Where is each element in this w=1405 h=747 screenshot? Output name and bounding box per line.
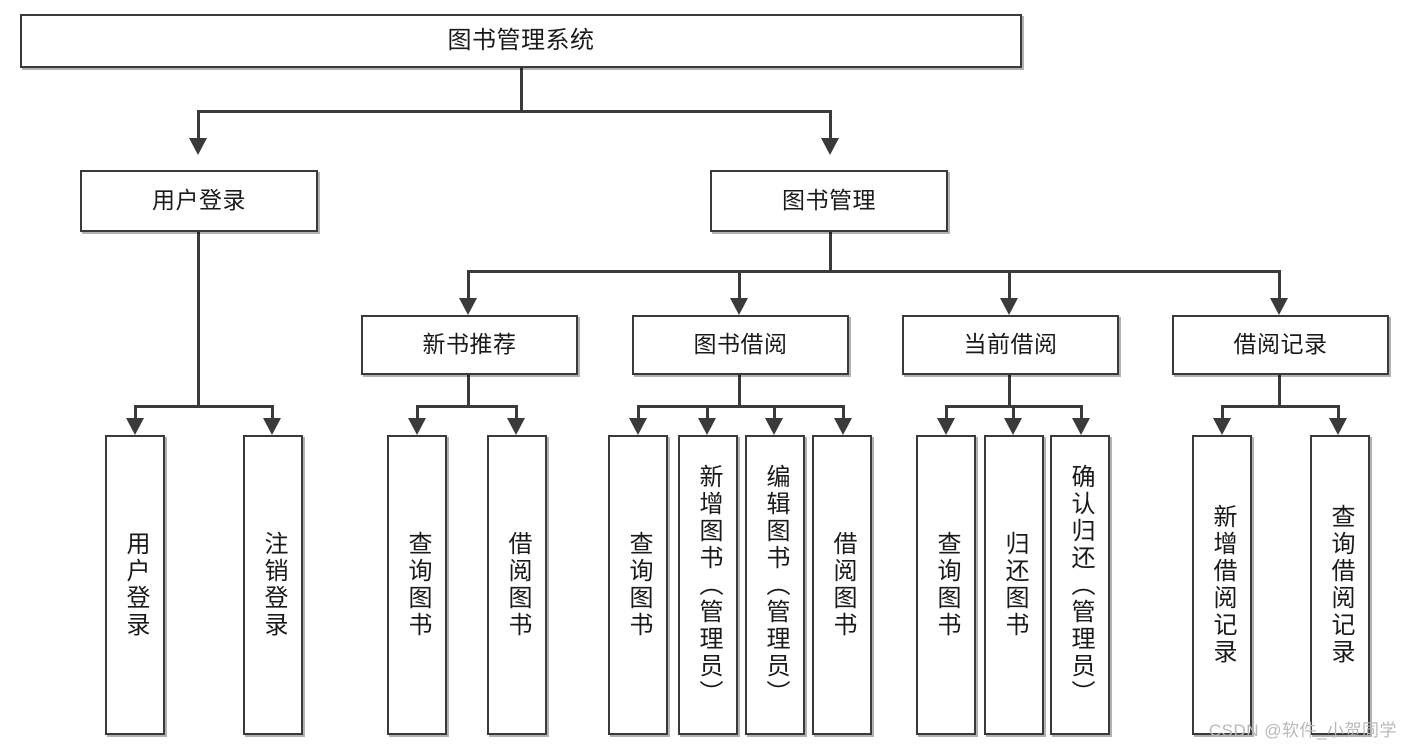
arrowhead-leaf-return-book [1004,418,1022,435]
node-leaf-query-book-1[interactable]: 查询图书 [387,435,447,735]
node-leaf-query-book-2[interactable]: 查询图书 [608,435,668,735]
connector-level1-drop-left [197,110,200,138]
connector-bb-d2 [706,405,709,418]
node-leaf-query-record-label: 查询借阅记录 [1327,504,1354,666]
node-leaf-add-record[interactable]: 新增借阅记录 [1192,435,1252,735]
node-current-borrow[interactable]: 当前借阅 [902,315,1119,375]
connector-bb-d3 [773,405,776,418]
node-leaf-query-book-2-label: 查询图书 [625,531,652,639]
arrowhead-leaf-query-record [1329,418,1347,435]
arrowhead-leaf-edit-book [765,418,783,435]
watermark: CSDN @软件_小贺同学 [1208,721,1397,740]
node-leaf-query-book-3-label: 查询图书 [933,531,960,639]
connector-user-login-bus [134,405,274,408]
arrowhead-leaf-user-login [126,418,144,435]
arrowhead-leaf-confirm-return [1072,418,1090,435]
connector-nbr-d1 [416,405,419,418]
connector-level2-d4 [1278,270,1281,298]
node-leaf-query-record[interactable]: 查询借阅记录 [1310,435,1370,735]
node-leaf-borrow-book-2-label: 借阅图书 [829,531,856,639]
connector-br-d1 [1221,405,1224,418]
node-user-login[interactable]: 用户登录 [80,170,318,232]
node-borrow-record-label: 借阅记录 [1233,331,1328,358]
connector-book-borrow-bus [637,405,845,408]
arrowhead-leaf-borrow-book-1 [507,418,525,435]
connector-user-login-d2 [271,405,274,418]
node-leaf-query-book-3[interactable]: 查询图书 [916,435,976,735]
node-leaf-add-book-label: 新增图书（管理员） [695,463,722,707]
node-book-admin-label: 图书管理 [782,187,876,214]
node-user-login-label: 用户登录 [152,187,246,214]
connector-new-book-rec-stem [467,375,470,405]
node-leaf-borrow-book-1-label: 借阅图书 [504,531,531,639]
node-leaf-query-book-1-label: 查询图书 [404,531,431,639]
node-leaf-confirm-return[interactable]: 确认归还（管理员） [1050,435,1110,735]
node-current-borrow-label: 当前借阅 [963,331,1058,358]
connector-level1-bus [197,110,829,113]
node-leaf-user-logout[interactable]: 注销登录 [243,435,303,735]
arrowhead-borrow-record [1270,298,1288,315]
connector-level1-drop-right [829,110,832,138]
node-leaf-edit-book-label: 编辑图书（管理员） [762,463,789,707]
connector-cb-d2 [1012,405,1015,418]
connector-borrow-record-stem [1278,375,1281,405]
arrowhead-leaf-add-record [1213,418,1231,435]
node-leaf-borrow-book-1[interactable]: 借阅图书 [487,435,547,735]
connector-level2-d1 [467,270,470,298]
node-book-admin[interactable]: 图书管理 [710,170,948,232]
node-leaf-edit-book[interactable]: 编辑图书（管理员） [745,435,805,735]
node-leaf-user-login-label: 用户登录 [122,531,149,639]
node-new-book-rec-label: 新书推荐 [422,331,517,358]
arrowhead-book-borrow [730,298,748,315]
arrowhead-new-book-rec [459,298,477,315]
connector-book-borrow-stem [738,375,741,405]
node-leaf-user-login[interactable]: 用户登录 [105,435,165,735]
node-borrow-record[interactable]: 借阅记录 [1172,315,1389,375]
node-book-borrow-label: 图书借阅 [693,331,788,358]
connector-nbr-d2 [515,405,518,418]
node-leaf-add-record-label: 新增借阅记录 [1209,504,1236,666]
node-root-label: 图书管理系统 [447,26,595,54]
node-leaf-borrow-book-2[interactable]: 借阅图书 [812,435,872,735]
connector-level2-d2 [738,270,741,298]
node-new-book-rec[interactable]: 新书推荐 [361,315,578,375]
connector-current-borrow-stem [1008,375,1011,405]
arrowhead-leaf-query-book-3 [937,418,955,435]
arrowhead-leaf-add-book [698,418,716,435]
arrowhead-leaf-user-logout [263,418,281,435]
connector-bb-d1 [637,405,640,418]
node-leaf-return-book-label: 归还图书 [1001,531,1028,639]
connector-bb-d4 [842,405,845,418]
connector-cb-d1 [945,405,948,418]
connector-cb-d3 [1080,405,1083,418]
arrowhead-current-borrow [1000,298,1018,315]
node-leaf-confirm-return-label: 确认归还（管理员） [1067,463,1094,707]
node-book-borrow[interactable]: 图书借阅 [632,315,849,375]
arrowhead-user-login [189,138,207,155]
connector-root-stem [520,68,523,110]
connector-new-book-rec-bus [416,405,518,408]
connector-user-login-stem [197,232,200,407]
connector-level2-bus [467,270,1281,273]
connector-level2-d3 [1008,270,1011,298]
node-leaf-return-book[interactable]: 归还图书 [984,435,1044,735]
connector-borrow-record-bus [1221,405,1340,408]
arrowhead-leaf-query-book-1 [408,418,426,435]
arrowhead-book-admin [821,138,839,155]
connector-user-login-d1 [134,405,137,418]
connector-br-d2 [1337,405,1340,418]
node-leaf-user-logout-label: 注销登录 [260,531,287,639]
node-root[interactable]: 图书管理系统 [20,14,1022,68]
node-leaf-add-book[interactable]: 新增图书（管理员） [678,435,738,735]
connector-book-admin-stem [829,232,832,270]
arrowhead-leaf-borrow-book-2 [834,418,852,435]
arrowhead-leaf-query-book-2 [629,418,647,435]
